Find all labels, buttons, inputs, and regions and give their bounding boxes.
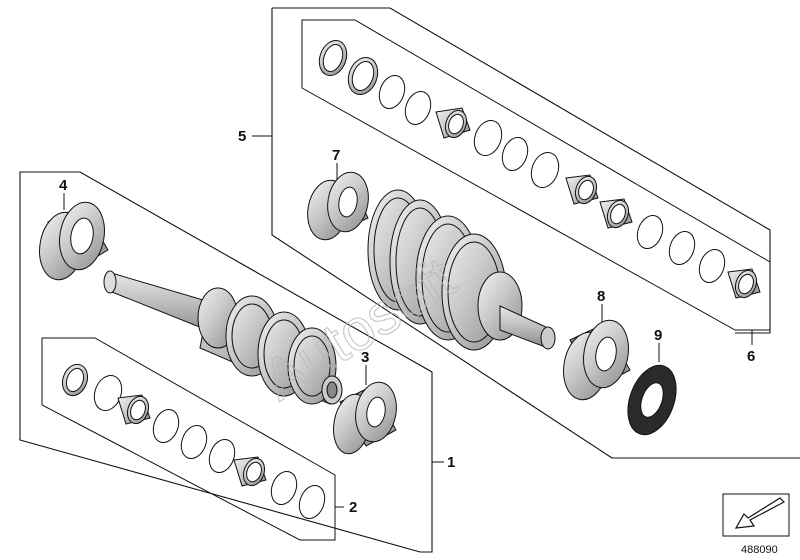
callout-4: 4 bbox=[59, 177, 68, 194]
group-frame-2 bbox=[41, 337, 336, 541]
shaft-seal-9 bbox=[627, 364, 677, 436]
callout-7: 7 bbox=[332, 147, 340, 164]
group-frame-1 bbox=[19, 171, 433, 553]
callout-2: 2 bbox=[349, 499, 357, 516]
ball-bearing-8 bbox=[563, 319, 631, 401]
callout-8: 8 bbox=[597, 288, 605, 305]
input-shaft bbox=[103, 270, 343, 405]
callout-3: 3 bbox=[361, 349, 369, 366]
bearing-kit-lower bbox=[61, 363, 326, 519]
navigation-arrow-icon bbox=[722, 493, 790, 537]
ball-bearing-3 bbox=[333, 381, 397, 455]
bearing-kit-upper bbox=[318, 40, 761, 299]
callout-9: 9 bbox=[654, 327, 662, 344]
callout-5: 5 bbox=[238, 128, 246, 145]
group-frame-6 bbox=[301, 19, 771, 331]
group-frame-5 bbox=[271, 7, 800, 459]
ball-bearing-4 bbox=[39, 201, 109, 281]
output-shaft bbox=[367, 189, 556, 351]
document-number: 488090 bbox=[741, 544, 778, 556]
callout-1: 1 bbox=[447, 454, 455, 471]
ball-bearing-7 bbox=[307, 171, 369, 241]
callout-6: 6 bbox=[747, 348, 755, 365]
